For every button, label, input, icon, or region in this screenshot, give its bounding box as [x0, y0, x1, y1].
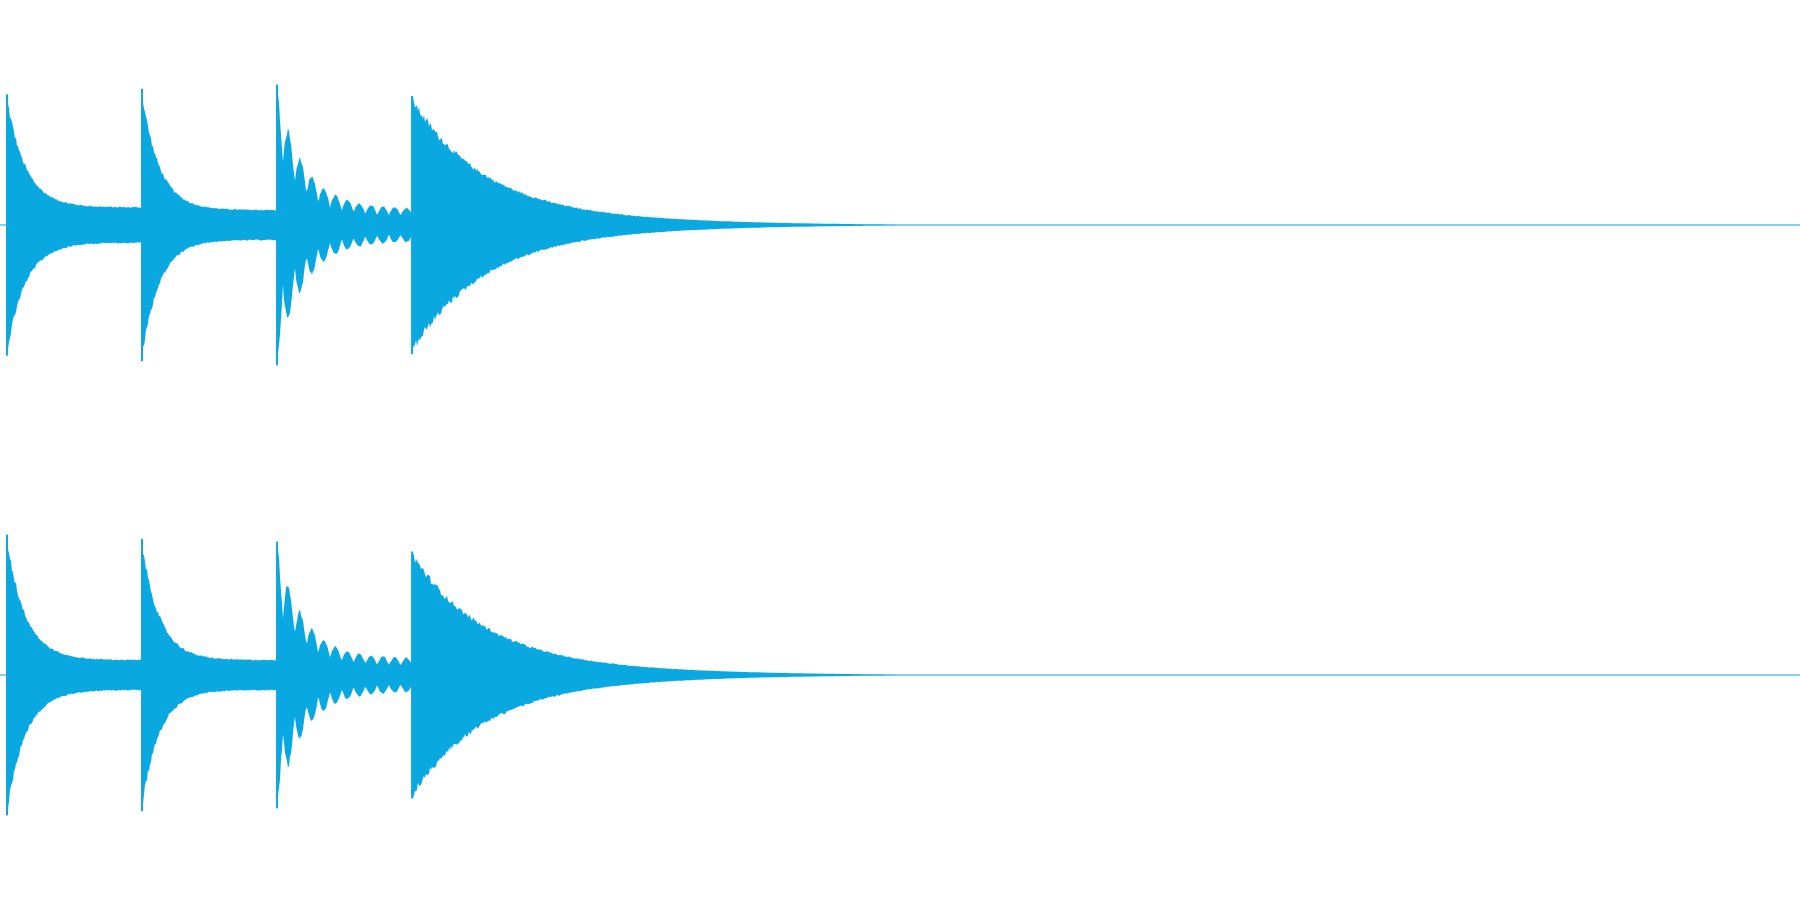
channel-2-waveform	[0, 534, 1800, 816]
waveform-envelope	[7, 543, 1577, 814]
channel-1-waveform	[0, 84, 1800, 366]
waveform-envelope	[7, 95, 1577, 354]
